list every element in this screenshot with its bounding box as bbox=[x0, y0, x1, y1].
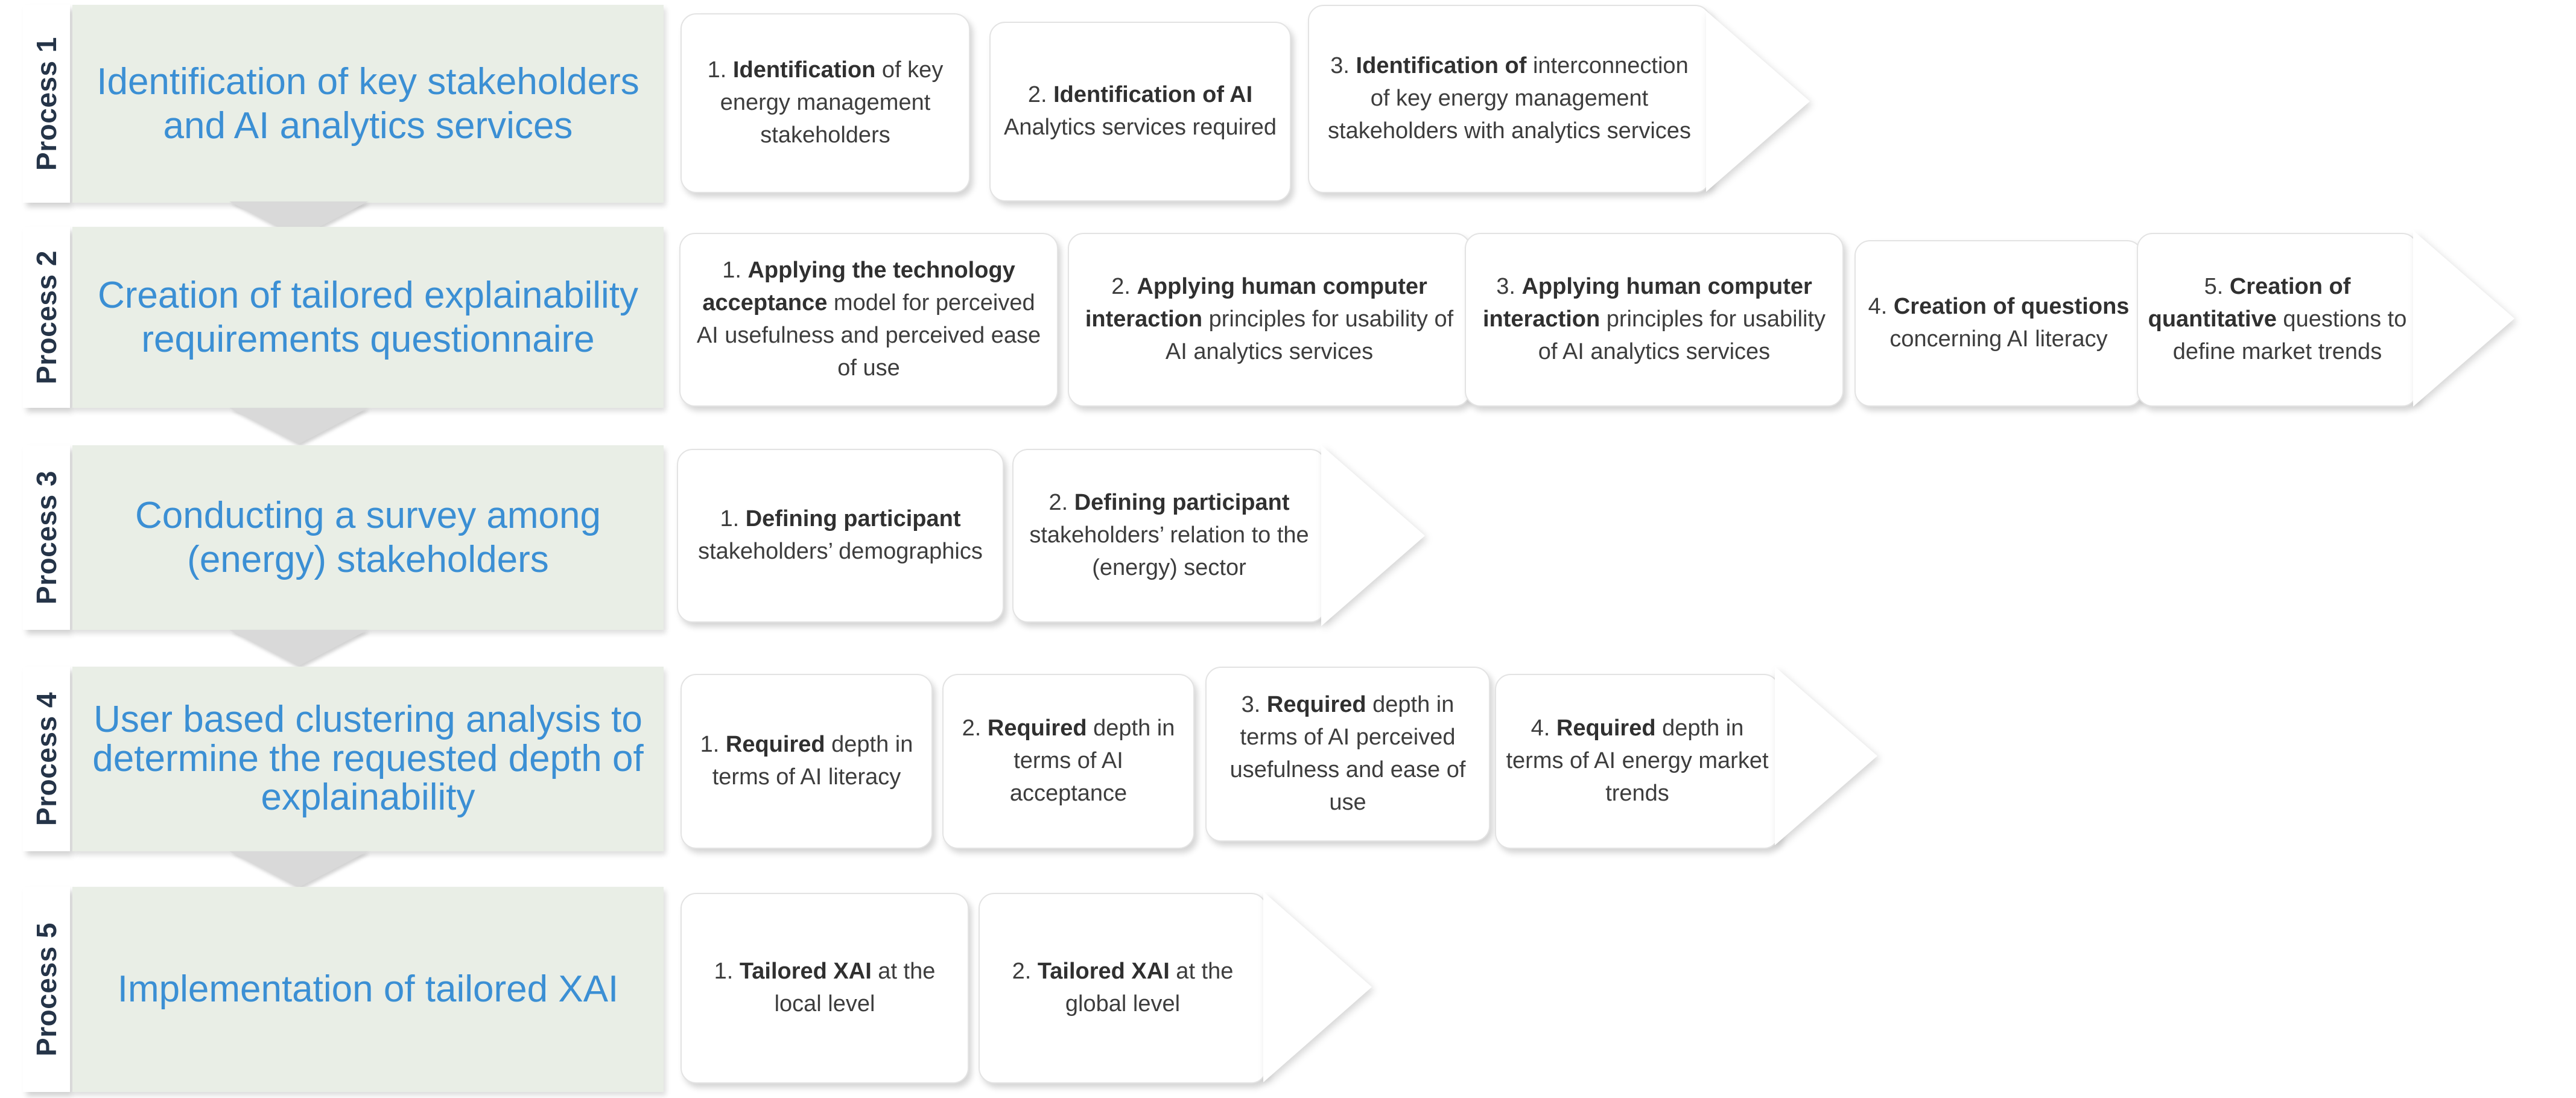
process-tab-2: Process 2 bbox=[23, 227, 70, 408]
process-row-3: Process 3 Conducting a survey among (ene… bbox=[0, 445, 2576, 633]
step-card-4-3-text: 3. Required depth in terms of AI perceiv… bbox=[1229, 692, 1466, 815]
step-card-4-2[interactable]: 2. Required depth in terms of AI accepta… bbox=[942, 674, 1194, 849]
process-tab-1-label: Process 1 bbox=[31, 37, 63, 171]
step-card-4-2-text: 2. Required depth in terms of AI accepta… bbox=[962, 716, 1175, 806]
step-card-2-2-text: 2. Applying human computer interaction p… bbox=[1085, 274, 1454, 364]
step-card-2-2[interactable]: 2. Applying human computer interaction p… bbox=[1068, 233, 1471, 407]
process-tab-4-label: Process 4 bbox=[31, 692, 63, 826]
process-tab-3: Process 3 bbox=[23, 445, 70, 630]
process-band-2: Creation of tailored explainability requ… bbox=[72, 227, 664, 408]
step-card-2-1[interactable]: 1. Applying the technology acceptance mo… bbox=[679, 233, 1058, 407]
row-3-arrowhead bbox=[1321, 445, 1425, 626]
process-row-5: Process 5 Implementation of tailored XAI… bbox=[0, 887, 2576, 1096]
step-card-5-1[interactable]: 1. Tailored XAI at the local level bbox=[680, 893, 969, 1084]
row-2-arrowhead bbox=[2413, 230, 2514, 407]
step-card-2-3-text: 3. Applying human computer interaction p… bbox=[1482, 274, 1826, 364]
step-card-3-1-text: 1. Defining participant stakeholders’ de… bbox=[698, 506, 983, 564]
process-title-1: Identification of key stakeholders and A… bbox=[97, 60, 639, 147]
step-card-1-2-text: 2. Identification of AI Analytics servic… bbox=[1004, 82, 1277, 140]
connector-arrow-3-4 bbox=[229, 630, 368, 666]
step-card-5-2-text: 2. Tailored XAI at the global level bbox=[1012, 959, 1234, 1017]
step-card-1-1-text: 1. Identification of key energy manageme… bbox=[707, 57, 944, 148]
process-tab-5: Process 5 bbox=[23, 887, 70, 1092]
row-5-arrowhead bbox=[1263, 892, 1372, 1082]
row-4-arrowhead bbox=[1775, 667, 1877, 845]
process-title-5: Implementation of tailored XAI bbox=[117, 968, 619, 1011]
step-card-2-5[interactable]: 5. Creation of quantitative questions to… bbox=[2137, 233, 2418, 407]
process-title-3: Conducting a survey among (energy) stake… bbox=[135, 494, 601, 580]
process-tab-1: Process 1 bbox=[23, 5, 70, 203]
step-card-2-1-text: 1. Applying the technology acceptance mo… bbox=[696, 258, 1041, 381]
step-card-5-2[interactable]: 2. Tailored XAI at the global level bbox=[979, 893, 1267, 1084]
process-band-3: Conducting a survey among (energy) stake… bbox=[72, 445, 664, 630]
step-card-4-1-text: 1. Required depth in terms of AI literac… bbox=[700, 732, 913, 790]
step-card-3-1[interactable]: 1. Defining participant stakeholders’ de… bbox=[677, 449, 1004, 623]
step-card-3-2[interactable]: 2. Defining participant stakeholders’ re… bbox=[1012, 449, 1326, 623]
step-card-1-1[interactable]: 1. Identification of key energy manageme… bbox=[680, 13, 970, 193]
process-tab-5-label: Process 5 bbox=[31, 922, 63, 1056]
connector-arrow-2-3 bbox=[229, 408, 368, 444]
process-tab-3-label: Process 3 bbox=[31, 471, 63, 605]
step-card-2-3[interactable]: 3. Applying human computer interaction p… bbox=[1465, 233, 1844, 407]
step-card-2-4-text: 4. Creation of questions concerning AI l… bbox=[1868, 294, 2130, 352]
process-band-4: User based clustering analysis to determ… bbox=[72, 667, 664, 851]
process-title-4: User based clustering analysis to determ… bbox=[92, 699, 644, 819]
process-tab-2-label: Process 2 bbox=[31, 250, 63, 384]
process-band-5: Implementation of tailored XAI bbox=[72, 887, 664, 1092]
step-card-1-3[interactable]: 3. Identification of interconnection of … bbox=[1308, 5, 1711, 193]
step-card-4-4[interactable]: 4. Required depth in terms of AI energy … bbox=[1495, 674, 1780, 849]
process-band-1: Identification of key stakeholders and A… bbox=[72, 5, 664, 203]
process-row-4: Process 4 User based clustering analysis… bbox=[0, 667, 2576, 855]
step-card-1-3-text: 3. Identification of interconnection of … bbox=[1328, 53, 1691, 144]
step-card-3-2-text: 2. Defining participant stakeholders’ re… bbox=[1029, 490, 1309, 580]
process-title-2: Creation of tailored explainability requ… bbox=[97, 274, 639, 360]
step-card-4-1[interactable]: 1. Required depth in terms of AI literac… bbox=[680, 674, 933, 849]
row-1-arrowhead bbox=[1706, 11, 1810, 192]
process-row-1: Process 1 Identification of key stakehol… bbox=[0, 5, 2576, 206]
step-card-1-2[interactable]: 2. Identification of AI Analytics servic… bbox=[989, 22, 1291, 202]
step-card-4-3[interactable]: 3. Required depth in terms of AI perceiv… bbox=[1205, 667, 1490, 842]
process-row-2: Process 2 Creation of tailored explainab… bbox=[0, 227, 2576, 411]
step-card-2-5-text: 5. Creation of quantitative questions to… bbox=[2148, 274, 2407, 364]
process-tab-4: Process 4 bbox=[23, 667, 70, 851]
step-card-5-1-text: 1. Tailored XAI at the local level bbox=[714, 959, 936, 1017]
step-card-2-4[interactable]: 4. Creation of questions concerning AI l… bbox=[1854, 240, 2143, 407]
connector-arrow-4-5 bbox=[229, 851, 368, 887]
step-card-4-4-text: 4. Required depth in terms of AI energy … bbox=[1506, 716, 1769, 806]
